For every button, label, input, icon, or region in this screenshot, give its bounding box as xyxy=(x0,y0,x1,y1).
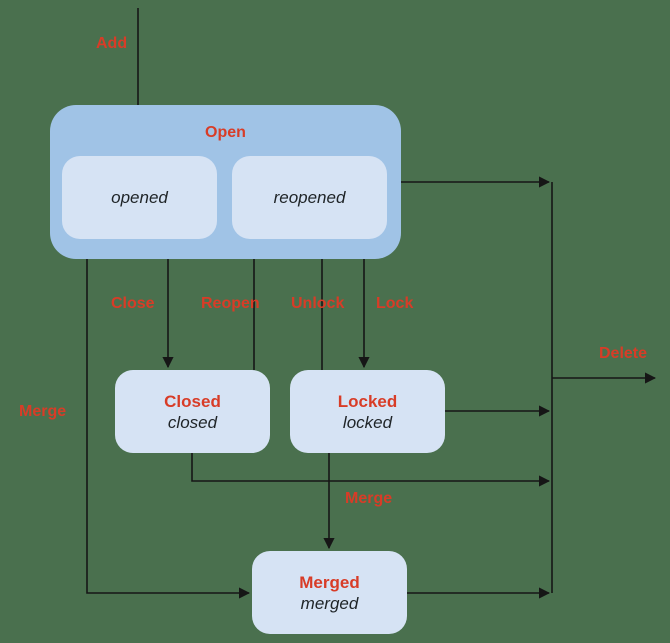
state-locked-title: Locked xyxy=(337,391,398,411)
state-merged-box: Merged merged xyxy=(252,551,407,634)
open-to-merged-arrow xyxy=(86,259,251,599)
closed-to-delete-arrow xyxy=(191,453,551,487)
state-locked-box: Locked locked xyxy=(290,370,445,453)
state-closed-title: Closed xyxy=(164,391,221,411)
transition-label-lock: Lock xyxy=(376,295,414,312)
transition-label-unlock: Unlock xyxy=(291,295,345,312)
transition-label-add: Add xyxy=(96,35,128,52)
transition-label-reopen: Reopen xyxy=(201,295,260,312)
state-open-title: Open xyxy=(205,124,246,141)
transition-label-close: Close xyxy=(111,295,155,312)
transition-label-merge-center: Merge xyxy=(345,490,393,507)
state-reopened-box: reopened xyxy=(232,156,387,239)
state-opened-box: opened xyxy=(62,156,217,239)
transition-label-merge-left: Merge xyxy=(19,403,67,420)
state-locked-code: locked xyxy=(342,412,393,432)
state-open-container: Open opened reopened xyxy=(50,105,401,259)
state-closed-box: Closed closed xyxy=(115,370,270,453)
state-merged-title: Merged xyxy=(299,572,360,592)
state-closed-code: closed xyxy=(167,412,218,432)
transition-label-delete: Delete xyxy=(599,345,648,362)
state-opened-label: opened xyxy=(111,187,168,207)
state-reopened-label: reopened xyxy=(273,187,346,207)
state-merged-code: merged xyxy=(300,593,359,613)
